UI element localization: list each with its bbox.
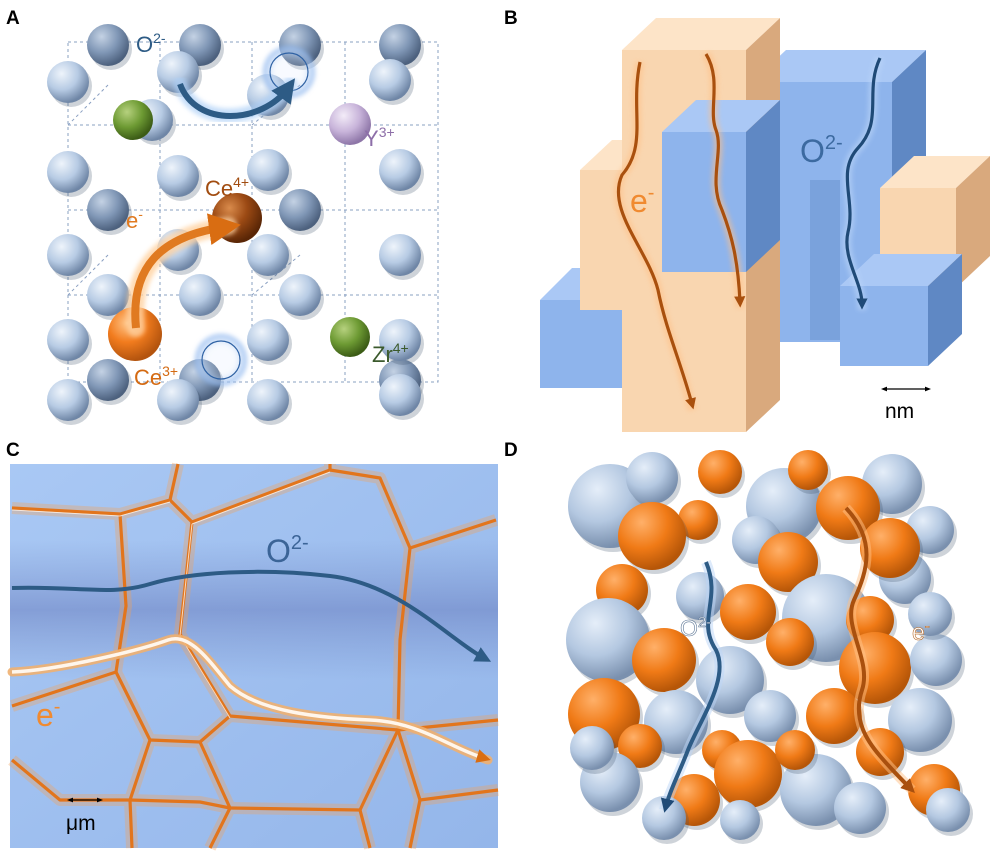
- label-oxide-ion: O2-: [136, 30, 166, 57]
- oxygen-atom: [47, 234, 89, 276]
- panel-a: A O2-: [6, 8, 439, 425]
- ionic-particle: [744, 690, 796, 742]
- vacancy-glow-bottom: [195, 334, 247, 386]
- ionic-particle: [642, 796, 686, 840]
- green-dopant-atom: [113, 100, 153, 140]
- ionic-particle: [926, 788, 970, 832]
- electronic-particle: [775, 730, 815, 770]
- zirconium-atom: [330, 317, 370, 357]
- panel-b-letter: B: [504, 8, 518, 29]
- ionic-particle: [908, 592, 952, 636]
- ionic-particle: [910, 634, 962, 686]
- oxygen-atom: [157, 155, 199, 197]
- electron-transport-arrow: [11, 636, 491, 763]
- label-electron-d: e-: [912, 618, 930, 645]
- ionic-particle: [676, 572, 724, 620]
- oxygen-atom: [47, 61, 89, 103]
- yttrium-atom: [329, 103, 371, 145]
- oxygen-atom: [379, 149, 421, 191]
- panel-c: C: [6, 440, 499, 851]
- panel-b: B: [504, 8, 990, 432]
- electron-path-2: [704, 53, 746, 308]
- oxygen-atom: [247, 234, 289, 276]
- electronic-particle: [678, 500, 718, 540]
- oxygen-atom: [87, 359, 129, 401]
- label-electron-c: e-: [36, 696, 60, 733]
- panel-d-letter: D: [504, 440, 518, 461]
- oxide-path: [845, 57, 882, 310]
- electronic-particle: [766, 618, 814, 666]
- electronic-particle: [618, 724, 662, 768]
- ionic-phase-block-middle: [662, 100, 780, 272]
- electronic-particle: [618, 502, 686, 570]
- label-oxide-ion-d: O2-: [680, 614, 711, 641]
- oxygen-atom: [247, 149, 289, 191]
- label-electron-b: e-: [630, 182, 654, 219]
- oxygen-atom: [47, 151, 89, 193]
- oxygen-atom: [247, 379, 289, 421]
- composite-particles: [566, 450, 973, 844]
- panel-a-letter: A: [6, 8, 20, 29]
- oxygen-atom: [87, 189, 129, 231]
- oxygen-atom: [87, 274, 129, 316]
- ionic-particle: [834, 782, 886, 834]
- electron-hop-arrow: [131, 213, 241, 329]
- oxygen-atom: [369, 59, 411, 101]
- ionic-particle: [626, 452, 678, 504]
- oxygen-atom: [47, 319, 89, 361]
- electronic-particle: [860, 518, 920, 578]
- oxygen-atom: [279, 189, 321, 231]
- label-electron-a: e-: [126, 206, 143, 233]
- ionic-particle: [888, 688, 952, 752]
- panel-c-letter: C: [6, 440, 20, 461]
- ionic-particle: [720, 800, 760, 840]
- grain-boundaries: [8, 462, 499, 851]
- oxygen-atom: [279, 274, 321, 316]
- label-cerium-4: Ce4+: [205, 174, 249, 201]
- electronic-particle: [758, 532, 818, 592]
- label-oxide-ion-b: O2-: [800, 132, 843, 169]
- ionic-particle: [570, 726, 614, 770]
- oxygen-atom: [157, 51, 199, 93]
- ionic-particle: [566, 598, 650, 682]
- electronic-particle: [698, 450, 742, 494]
- oxygen-atom: [379, 319, 421, 361]
- label-zirconium-ion: Zr4+: [372, 340, 409, 367]
- electronic-particle: [632, 628, 696, 692]
- oxygen-atoms: [47, 24, 424, 425]
- electron-path-d: [844, 506, 915, 793]
- oxide-transport-arrow: [11, 569, 492, 662]
- ionic-phase-block-lower-right: [840, 254, 962, 366]
- electronic-phase-block-right: [880, 156, 990, 288]
- oxygen-atom: [179, 274, 221, 316]
- label-oxide-ion-c: O2-: [266, 532, 309, 569]
- oxygen-atom: [247, 319, 289, 361]
- electronic-particle: [806, 688, 862, 744]
- oxide-path-d: [660, 561, 722, 813]
- oxygen-atom: [379, 24, 421, 66]
- oxygen-atom: [87, 24, 129, 66]
- electronic-particle: [720, 584, 776, 640]
- oxygen-vacancy-bottom: [201, 340, 241, 380]
- label-cerium-3: Ce3+: [134, 363, 178, 390]
- panel-d: D O2- e-: [504, 440, 973, 844]
- oxygen-atom: [47, 379, 89, 421]
- scale-label-um: μm: [66, 812, 96, 835]
- scale-label-nm: nm: [885, 400, 914, 423]
- electronic-particle: [714, 740, 782, 808]
- label-yttrium-ion: Y3+: [364, 124, 395, 151]
- oxygen-hop-arrow: [177, 78, 296, 119]
- oxygen-atom: [379, 234, 421, 276]
- oxygen-atom: [379, 374, 421, 416]
- electronic-particle: [788, 450, 828, 490]
- ionic-phase-column-front: [810, 180, 840, 340]
- oxygen-atom: [157, 379, 199, 421]
- electron-path-1: [616, 61, 696, 410]
